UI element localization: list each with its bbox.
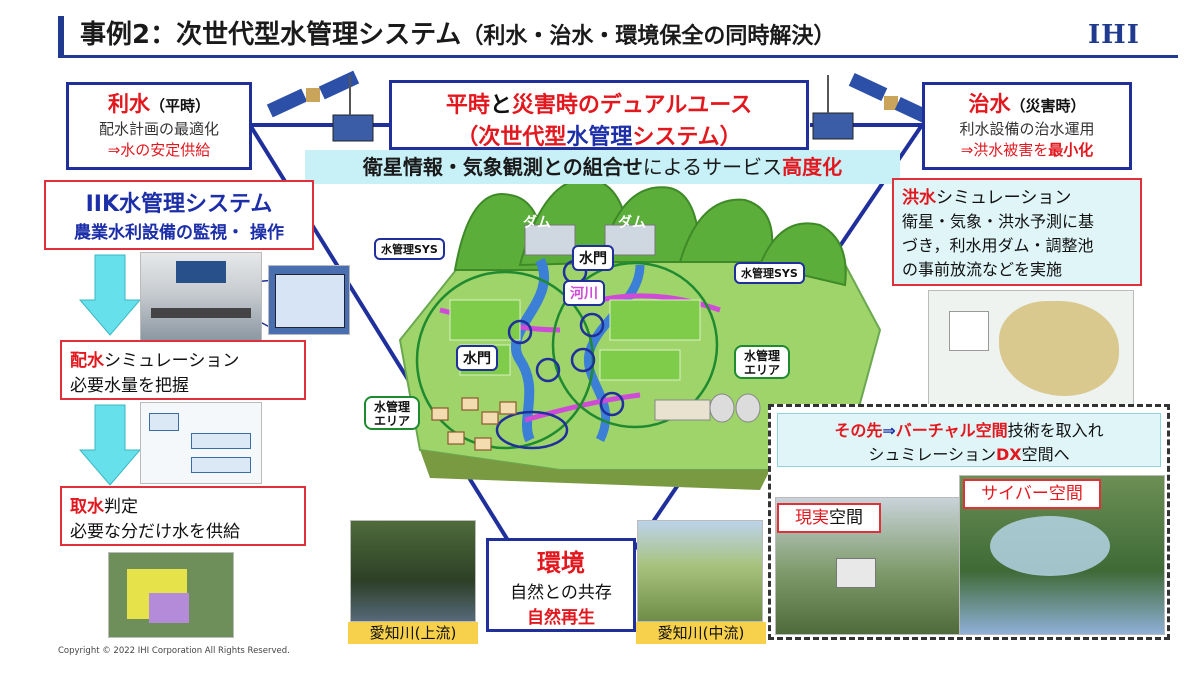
distribution-sim-desc: 必要水量を把握 (70, 376, 189, 396)
flood-sim-line2: 衛星・気象・洪水予測に基 (902, 212, 1095, 231)
water-use-heading: 利水（平時） (107, 92, 210, 116)
title-main: 事例2：次世代型水管理システム (80, 20, 462, 50)
intake-judgment-title: 取水判定 (70, 497, 138, 517)
area-label-left: 水管理エリア (364, 396, 420, 430)
midstream-caption: 愛知川(中流) (636, 622, 766, 644)
iik-title: IIK水管理システム (85, 192, 273, 217)
flood-sim-line4: の事前放流などを実施 (902, 260, 1063, 279)
water-sys-label-left: 水管理SYS (374, 238, 445, 260)
satellite-icon-right (848, 73, 934, 125)
river-label: 河川 (563, 280, 605, 306)
cyber-space-image (959, 475, 1165, 635)
gate-label-left: 水門 (456, 345, 498, 371)
distribution-sim-box: 配水シミュレーション 必要水量を把握 (60, 340, 306, 400)
water-use-box: 利水（平時） 配水計画の最適化 ⇒水の安定供給 (66, 82, 252, 170)
flood-control-line2: ⇒洪水被害を最小化 (960, 141, 1094, 159)
midstream-river-photo (637, 520, 763, 622)
water-use-line2: ⇒水の安定供給 (107, 141, 211, 159)
upstream-river-photo (350, 520, 476, 622)
monitoring-screen-image (268, 265, 350, 335)
distribution-schematic-image (140, 402, 262, 484)
environment-box: 環境 自然との共存 自然再生 (486, 538, 636, 632)
flood-sim-line3: づき，利水用ダム・調整池 (902, 236, 1094, 255)
dual-use-line1: 平時と災害時のデュアルユース (445, 93, 753, 118)
cyber-space-label: サイバー空間 (963, 479, 1101, 509)
iik-subtitle: 農業水利設備の監視・ 操作 (74, 223, 284, 243)
title-divider (58, 55, 1178, 58)
upstream-caption: 愛知川(上流) (348, 622, 478, 644)
dual-use-line2: （次世代型水管理システム） (456, 125, 742, 150)
intake-judgment-box: 取水判定 必要な分だけ水を供給 (60, 486, 306, 546)
water-use-line1: 配水計画の最適化 (98, 120, 219, 138)
environment-line2: 自然再生 (527, 608, 595, 628)
title-sub: （利水・治水・環境保全の同時解決） (461, 24, 836, 49)
title-accent-bar (58, 16, 64, 56)
flood-sim-box: 洪水シミュレーション 衛星・気象・洪水予測に基 づき，利水用ダム・調整池 の事前… (892, 178, 1142, 286)
flood-control-heading: 治水（災害時） (968, 92, 1086, 116)
page-title: 事例2：次世代型水管理システム（利水・治水・環境保全の同時解決） (80, 14, 835, 51)
iik-system-box: IIK水管理システム 農業水利設備の監視・ 操作 (44, 180, 314, 250)
flood-sim-title: 洪水シミュレーション (902, 188, 1072, 208)
area-label-right: 水管理エリア (734, 345, 790, 379)
flood-map-image (928, 290, 1134, 410)
flood-control-box: 治水（災害時） 利水設備の治水運用 ⇒洪水被害を最小化 (922, 82, 1132, 170)
gate-label-top: 水門 (572, 245, 614, 271)
satellite-icon-left (266, 70, 360, 118)
ihi-logo: IHI (1088, 20, 1140, 50)
water-sys-label-right: 水管理SYS (734, 262, 805, 284)
flood-control-line1: 利水設備の治水運用 (959, 120, 1095, 138)
dual-use-box: 平時と災害時のデュアルユース （次世代型水管理システム） (389, 80, 809, 150)
copyright-text: Copyright © 2022 IHI Corporation All Rig… (58, 646, 290, 656)
distribution-sim-title: 配水シミュレーション (70, 351, 240, 371)
future-vision-panel: その先⇒バーチャル空間技術を取入れ シュミレーションDX空間へ 現実空間 サイバ… (768, 404, 1170, 640)
dam-label-1: ダム (523, 215, 551, 231)
future-vision-caption: その先⇒バーチャル空間技術を取入れ シュミレーションDX空間へ (777, 413, 1161, 467)
dam-label-2: ダム (618, 215, 646, 231)
field-map-image (108, 552, 234, 638)
environment-line1: 自然との共存 (510, 583, 612, 603)
service-banner: 衛星情報・気象観測との組合せによるサービス高度化 (305, 150, 900, 184)
control-room-photo (140, 252, 262, 342)
real-space-label: 現実空間 (777, 503, 881, 533)
intake-judgment-desc: 必要な分だけ水を供給 (70, 522, 240, 542)
environment-heading: 環境 (537, 549, 585, 577)
